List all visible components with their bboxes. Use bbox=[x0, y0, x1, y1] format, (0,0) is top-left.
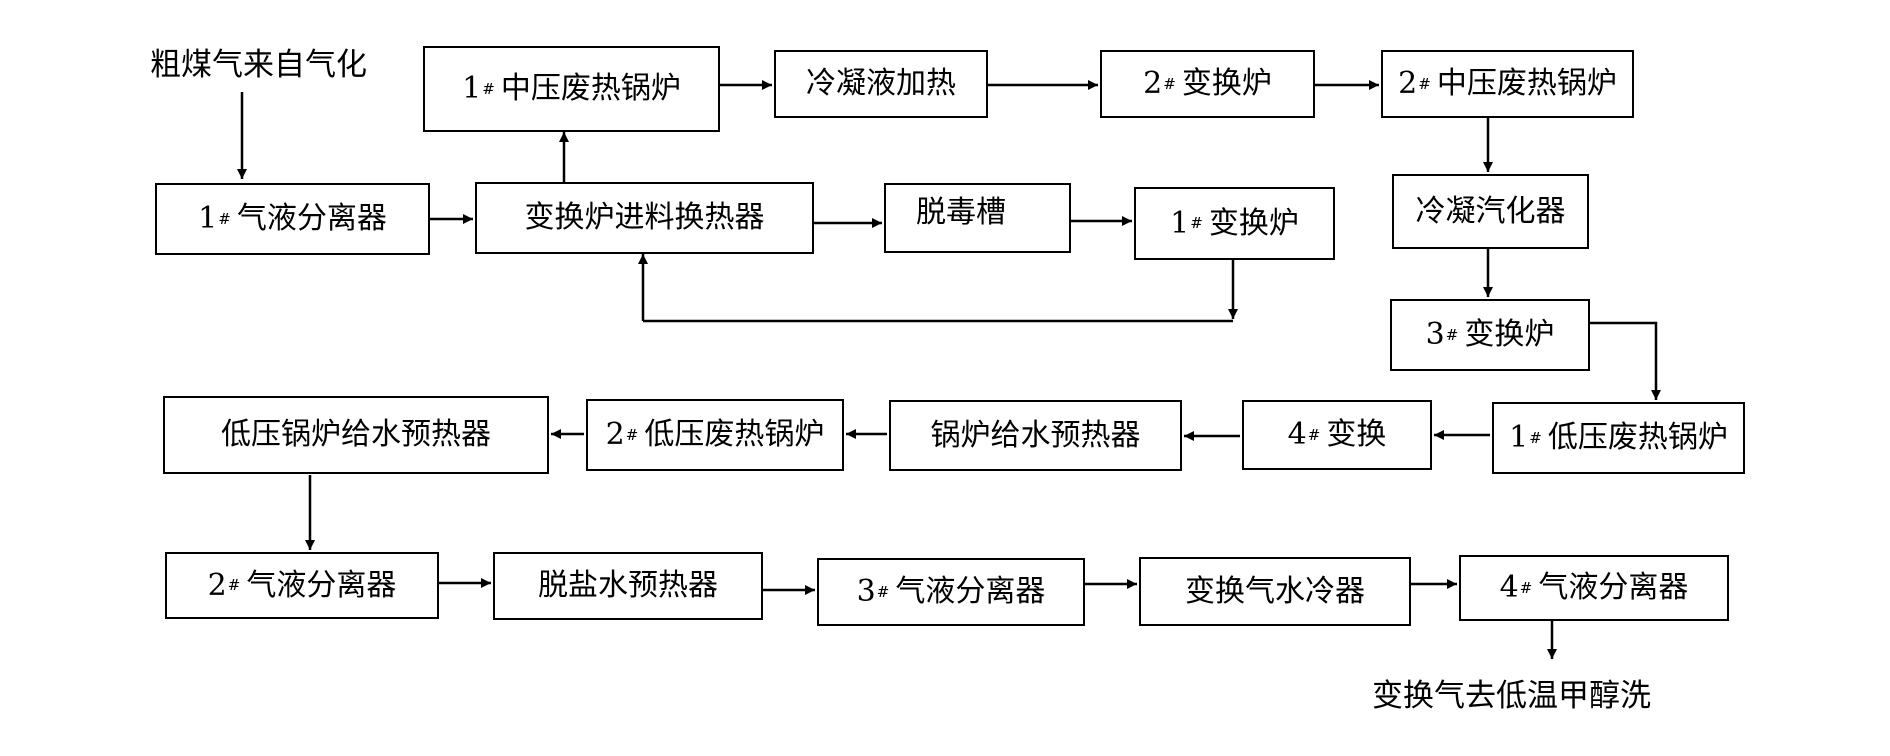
node-shift-4: 4# 变换 bbox=[1242, 400, 1432, 470]
node-feed-hx: 变换炉进料换热器 bbox=[475, 182, 814, 254]
node-cond-vap: 冷凝汽化器 bbox=[1392, 174, 1589, 249]
node-cond-heat: 冷凝液加热 bbox=[774, 50, 988, 118]
node-lp-boiler-2: 2# 低压废热锅炉 bbox=[586, 399, 844, 471]
node-number: 3 bbox=[856, 574, 876, 609]
number-mark: # bbox=[876, 582, 890, 601]
node-detox: 脱毒槽 bbox=[884, 183, 1071, 253]
node-label: 低压废热锅炉 bbox=[1547, 420, 1728, 455]
node-number: 2 bbox=[1143, 66, 1163, 101]
node-sep-4: 4# 气液分离器 bbox=[1459, 555, 1729, 621]
number-mark: # bbox=[482, 79, 495, 98]
node-number: 2 bbox=[605, 417, 625, 452]
number-mark: # bbox=[1163, 74, 1176, 93]
node-shift-2: 2# 变换炉 bbox=[1100, 50, 1315, 118]
node-label: 低压锅炉给水预热器 bbox=[221, 417, 491, 452]
node-number: 1 bbox=[462, 71, 482, 106]
node-label: 变换炉 bbox=[1464, 317, 1555, 352]
node-number: 4 bbox=[1499, 570, 1519, 605]
node-label: 冷凝汽化器 bbox=[1415, 193, 1566, 229]
node-label: 变换炉 bbox=[1208, 205, 1299, 241]
node-shift-3: 3# 变换炉 bbox=[1390, 299, 1590, 371]
node-label: 中压废热锅炉 bbox=[500, 71, 681, 106]
node-number: 1 bbox=[1509, 420, 1529, 455]
node-label: 中压废热锅炉 bbox=[1436, 66, 1617, 101]
arrow-shift-3-to-lp-boiler-1 bbox=[1590, 321, 1661, 400]
node-hp-boiler-2: 2# 中压废热锅炉 bbox=[1381, 50, 1634, 118]
node-number: 3 bbox=[1425, 317, 1445, 352]
node-sep-1: 1# 气液分离器 bbox=[155, 183, 430, 255]
node-label: 脱盐水预热器 bbox=[538, 568, 718, 603]
node-label: 冷凝液加热 bbox=[806, 66, 956, 101]
node-shift-1: 1# 变换炉 bbox=[1134, 187, 1335, 260]
number-mark: # bbox=[1307, 425, 1321, 444]
number-mark: # bbox=[1445, 325, 1459, 344]
node-number: 1 bbox=[1170, 205, 1190, 241]
node-label: 脱毒槽 bbox=[916, 195, 1006, 230]
node-label: 变换炉进料换热器 bbox=[524, 200, 765, 235]
node-label: 气液分离器 bbox=[895, 574, 1046, 609]
node-label: 变换 bbox=[1326, 417, 1387, 452]
node-label: 气液分离器 bbox=[246, 567, 397, 603]
node-bfw-preheater: 锅炉给水预热器 bbox=[889, 400, 1182, 471]
node-number: 2 bbox=[207, 567, 227, 603]
number-mark: # bbox=[1529, 428, 1542, 447]
number-mark: # bbox=[1418, 74, 1431, 93]
node-label: 变换气水冷器 bbox=[1185, 573, 1365, 609]
number-mark: # bbox=[1519, 578, 1533, 597]
number-mark: # bbox=[625, 425, 639, 444]
node-number: 4 bbox=[1287, 417, 1307, 452]
node-demin-preheater: 脱盐水预热器 bbox=[493, 552, 763, 620]
node-label: 锅炉给水预热器 bbox=[930, 417, 1141, 453]
node-shift-gas-cooler: 变换气水冷器 bbox=[1139, 557, 1411, 626]
number-mark: # bbox=[227, 576, 241, 594]
node-sep-3: 3# 气液分离器 bbox=[817, 558, 1085, 626]
number-mark: # bbox=[218, 209, 231, 228]
node-label: 气液分离器 bbox=[236, 201, 387, 236]
node-number: 2 bbox=[1398, 66, 1418, 101]
node-number: 1 bbox=[198, 201, 218, 236]
node-label: 气液分离器 bbox=[1538, 570, 1689, 605]
node-lp-boiler-1: 1# 低压废热锅炉 bbox=[1492, 402, 1745, 474]
node-label: 低压废热锅炉 bbox=[644, 417, 825, 452]
node-lp-preheater: 低压锅炉给水预热器 bbox=[163, 396, 549, 474]
node-sep-2: 2# 气液分离器 bbox=[165, 552, 439, 619]
node-hp-boiler-1: 1# 中压废热锅炉 bbox=[423, 46, 720, 132]
output-label: 变换气去低温甲醇洗 bbox=[1372, 678, 1651, 714]
source-label: 粗煤气来自气化 bbox=[150, 47, 367, 83]
node-label: 变换炉 bbox=[1181, 66, 1272, 101]
number-mark: # bbox=[1190, 214, 1203, 232]
